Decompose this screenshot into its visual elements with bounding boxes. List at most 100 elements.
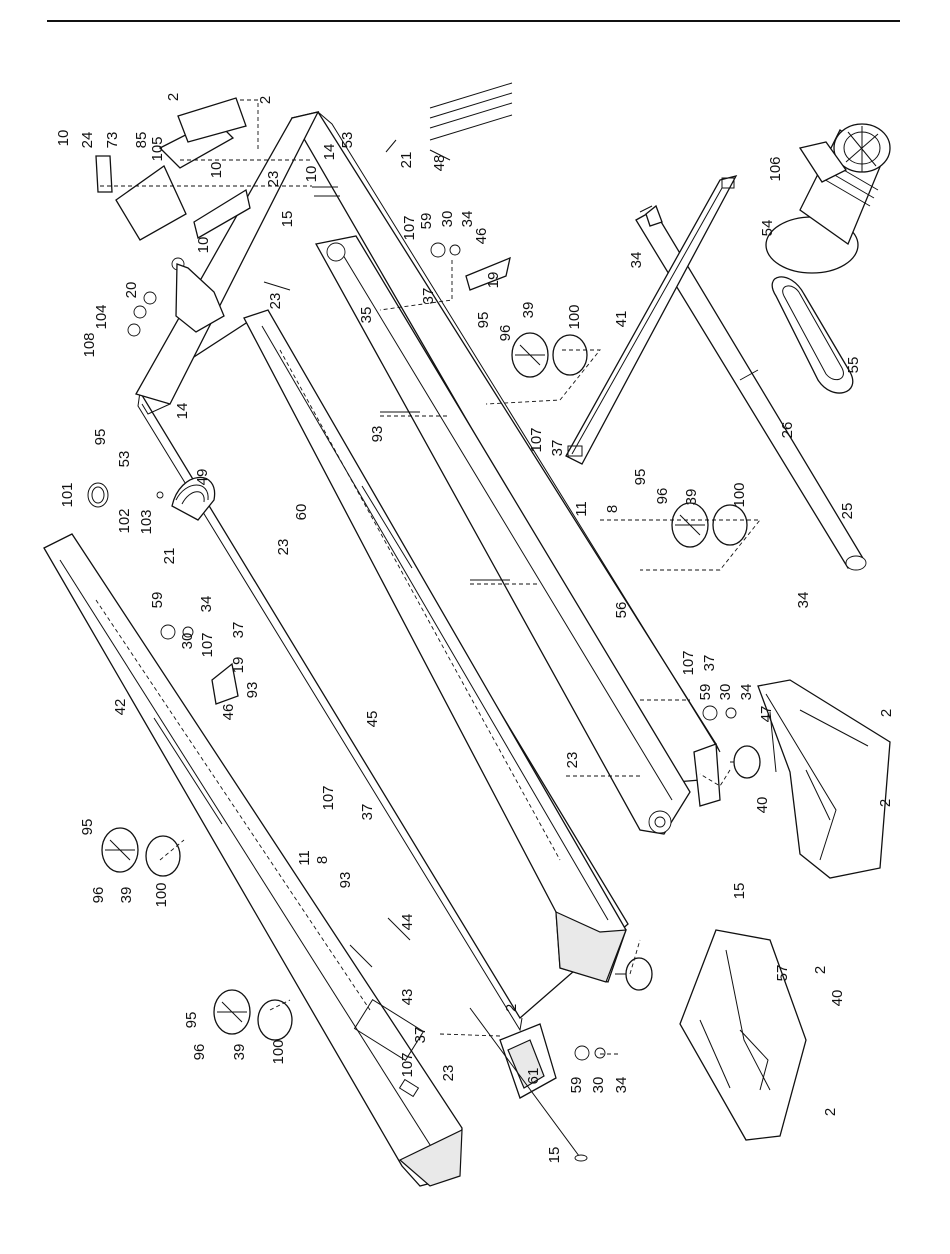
part-number-label: 106 — [767, 156, 784, 181]
part-number-label: 100 — [270, 1039, 287, 1064]
part-number-label: 37 — [549, 440, 566, 457]
part-number-label: 34 — [198, 596, 215, 613]
part-number-label: 40 — [754, 797, 771, 814]
part-number-label: 96 — [191, 1044, 208, 1061]
part-number-label: 61 — [525, 1068, 542, 1085]
part-number-label: 26 — [779, 422, 796, 439]
part-number-label: 107 — [528, 427, 545, 452]
roller-pulley-39 — [101, 332, 748, 1041]
endcap-57 — [679, 929, 807, 1141]
part-number-label: 107 — [401, 215, 418, 240]
part-number-label: 19 — [485, 272, 502, 289]
part-number-label: 10 — [195, 237, 212, 254]
part-number-label: 2 — [877, 799, 894, 807]
part-number-label: 46 — [220, 704, 237, 721]
part-number-label: 34 — [738, 684, 755, 701]
part-number-label: 34 — [613, 1077, 630, 1094]
part-number-label: 37 — [420, 288, 437, 305]
part-number-label: 37 — [359, 804, 376, 821]
part-number-label: 30 — [590, 1077, 607, 1094]
part-number-label: 53 — [116, 451, 133, 468]
deck-45 — [137, 313, 629, 1062]
part-number-label: 54 — [759, 220, 776, 237]
part-number-label: 20 — [123, 282, 140, 299]
part-number-label: 15 — [731, 883, 748, 900]
part-number-label: 15 — [279, 211, 296, 228]
part-number-label: 59 — [568, 1077, 585, 1094]
part-number-label: 44 — [399, 914, 416, 931]
part-number-label: 24 — [79, 132, 96, 149]
part-number-label: 96 — [90, 887, 107, 904]
part-number-label: 14 — [321, 144, 338, 161]
part-number-label: 23 — [267, 293, 284, 310]
part-number-label: 25 — [839, 503, 856, 520]
part-number-label: 23 — [564, 752, 581, 769]
part-number-label: 2 — [812, 966, 829, 974]
part-number-label: 45 — [364, 711, 381, 728]
part-number-label: 95 — [92, 429, 109, 446]
part-number-label: 37 — [412, 1027, 429, 1044]
part-number-label: 96 — [654, 488, 671, 505]
part-number-label: 60 — [293, 504, 310, 521]
leader-lines — [100, 99, 761, 1055]
leveler-40 — [615, 745, 761, 991]
part-number-label: 95 — [475, 312, 492, 329]
part-number-label: 2 — [822, 1108, 839, 1116]
part-number-label: 34 — [459, 211, 476, 228]
roller-assembly-61 — [469, 1007, 588, 1162]
part-number-label: 2 — [878, 709, 895, 717]
part-number-label: 39 — [118, 887, 135, 904]
part-number-label: 14 — [174, 403, 191, 420]
part-number-label: 104 — [93, 304, 110, 329]
part-number-label: 21 — [161, 548, 178, 565]
part-number-label: 21 — [398, 152, 415, 169]
part-number-label: 48 — [431, 155, 448, 172]
part-number-label: 103 — [138, 509, 155, 534]
part-number-label: 93 — [369, 426, 386, 443]
part-number-label: 95 — [632, 469, 649, 486]
part-number-label: 96 — [497, 325, 514, 342]
part-number-label: 107 — [399, 1052, 416, 1077]
part-number-label: 2 — [165, 93, 182, 101]
part-number-label: 40 — [829, 990, 846, 1007]
part-number-label: 95 — [183, 1012, 200, 1029]
frame-56 — [135, 111, 721, 835]
part-number-label: 10 — [55, 130, 72, 147]
part-number-label: 53 — [339, 132, 356, 149]
part-number-label: 8 — [604, 505, 621, 513]
hardware — [95, 82, 737, 1061]
part-number-label: 23 — [265, 171, 282, 188]
part-number-label: 100 — [566, 304, 583, 329]
part-number-label: 105 — [149, 136, 166, 161]
part-number-label: 23 — [275, 539, 292, 556]
part-number-label: 102 — [116, 508, 133, 533]
part-number-label: 93 — [337, 872, 354, 889]
part-number-label: 11 — [573, 501, 590, 517]
part-number-label: 93 — [244, 682, 261, 699]
part-number-label: 55 — [845, 357, 862, 374]
part-number-label: 42 — [112, 699, 129, 716]
part-number-label: 107 — [199, 632, 216, 657]
part-number-label: 46 — [473, 228, 490, 245]
part-number-label: 10 — [208, 162, 225, 179]
part-number-label: 107 — [320, 785, 337, 810]
part-number-label: 37 — [230, 622, 247, 639]
part-number-label: 15 — [546, 1147, 563, 1164]
part-number-label: 56 — [613, 602, 630, 619]
crossbar-41 — [565, 175, 738, 465]
part-number-label: 30 — [717, 684, 734, 701]
part-number-label: 107 — [680, 650, 697, 675]
part-number-label: 100 — [153, 882, 170, 907]
part-number-label: 30 — [179, 633, 196, 650]
part-number-label: 47 — [758, 706, 775, 723]
part-number-label: 35 — [358, 307, 375, 324]
part-number-label: 95 — [79, 819, 96, 836]
part-number-label: 34 — [795, 592, 812, 609]
belt-coil-49 — [87, 476, 216, 521]
belt-55 — [771, 276, 854, 394]
part-number-label: 19 — [230, 657, 247, 674]
part-number-label: 108 — [81, 332, 98, 357]
